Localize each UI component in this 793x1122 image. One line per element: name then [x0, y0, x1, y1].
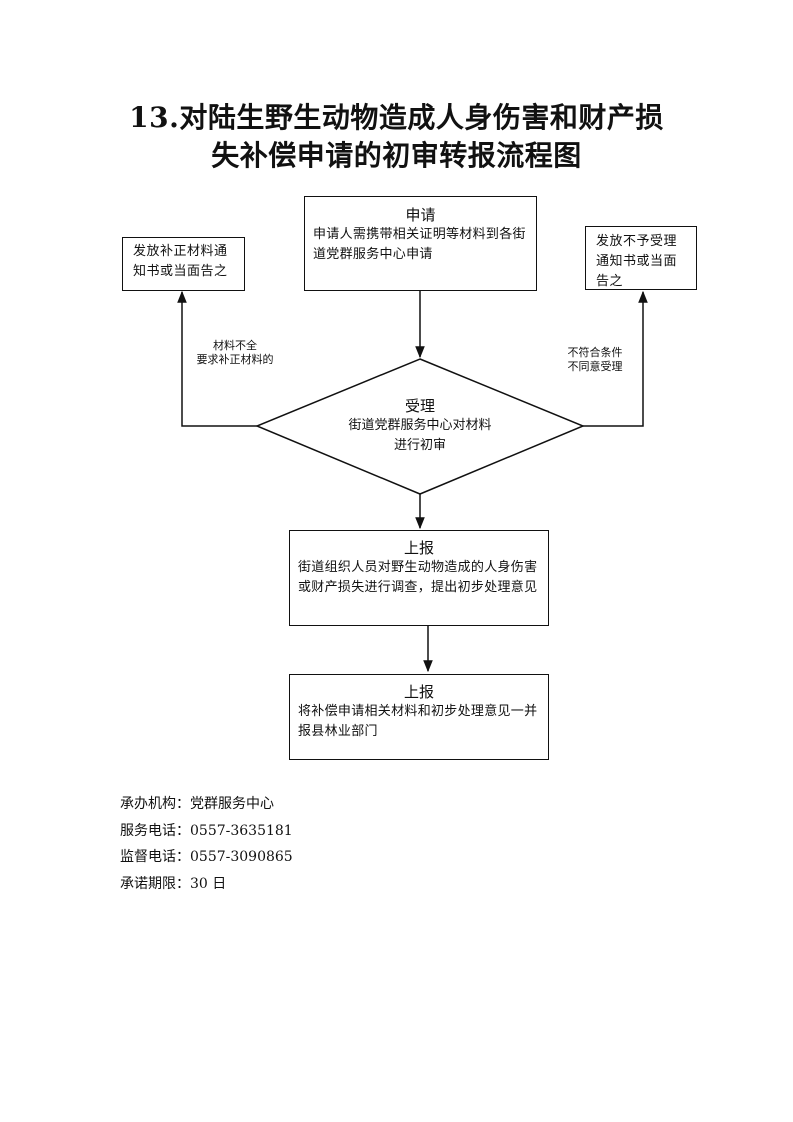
report2-heading: 上报 [403, 683, 434, 701]
supplement-notice-text: 发放补正材料通知书或当面告之 [133, 244, 228, 279]
rejection-notice-text: 发放不予受理通知书或当面告之 [596, 234, 678, 289]
accept-heading: 受理 [404, 397, 435, 415]
accept-line-2: 进行初审 [393, 438, 446, 453]
info-supervision-phone: 监督电话：0557-3090865 [120, 849, 293, 865]
report1-box: 上报 街道组织人员对野生动物造成的人身伤害或财产损失进行调查，提出初步处理意见 [289, 530, 549, 626]
right-condition-line-2: 不同意受理 [567, 360, 623, 373]
arrow-accept-to-right-box [583, 290, 648, 427]
supplement-notice-box: 发放补正材料通知书或当面告之 [122, 237, 245, 291]
apply-body: 申请人需携带相关证明等材料到各街道党群服务中心申请 [313, 227, 526, 262]
accept-line-1: 街道党群服务中心对材料 [348, 418, 492, 433]
accept-text: 受理 街道党群服务中心对材料 进行初审 [320, 396, 520, 456]
report2-box: 上报 将补偿申请相关材料和初步处理意见一并报县林业部门 [289, 674, 549, 760]
info-service-phone: 服务电话：0557-3635181 [120, 823, 293, 839]
page-title-line-2: 失补偿申请的初审转报流程图 [211, 139, 582, 172]
page-title-line-1: 13.对陆生野生动物造成人身伤害和财产损 [129, 101, 664, 134]
rejection-notice-box: 发放不予受理通知书或当面告之 [585, 226, 697, 290]
report2-body: 将补偿申请相关材料和初步处理意见一并报县林业部门 [298, 704, 538, 739]
left-condition-line-2: 要求补正材料的 [196, 353, 274, 366]
right-condition-line-1: 不符合条件 [567, 346, 623, 359]
info-org: 承办机构：党群服务中心 [120, 796, 274, 812]
info-deadline: 承诺期限：30 日 [120, 876, 227, 892]
right-condition-label: 不符合条件 不同意受理 [550, 346, 640, 374]
left-condition-label: 材料不全 要求补正材料的 [190, 339, 280, 367]
apply-box: 申请 申请人需携带相关证明等材料到各街道党群服务中心申请 [304, 196, 537, 291]
apply-heading: 申请 [405, 206, 436, 224]
arrow-accept-to-left-box [177, 290, 257, 427]
report1-body: 街道组织人员对野生动物造成的人身伤害或财产损失进行调查，提出初步处理意见 [298, 560, 538, 595]
left-condition-line-1: 材料不全 [213, 339, 257, 352]
report1-heading: 上报 [403, 539, 434, 557]
